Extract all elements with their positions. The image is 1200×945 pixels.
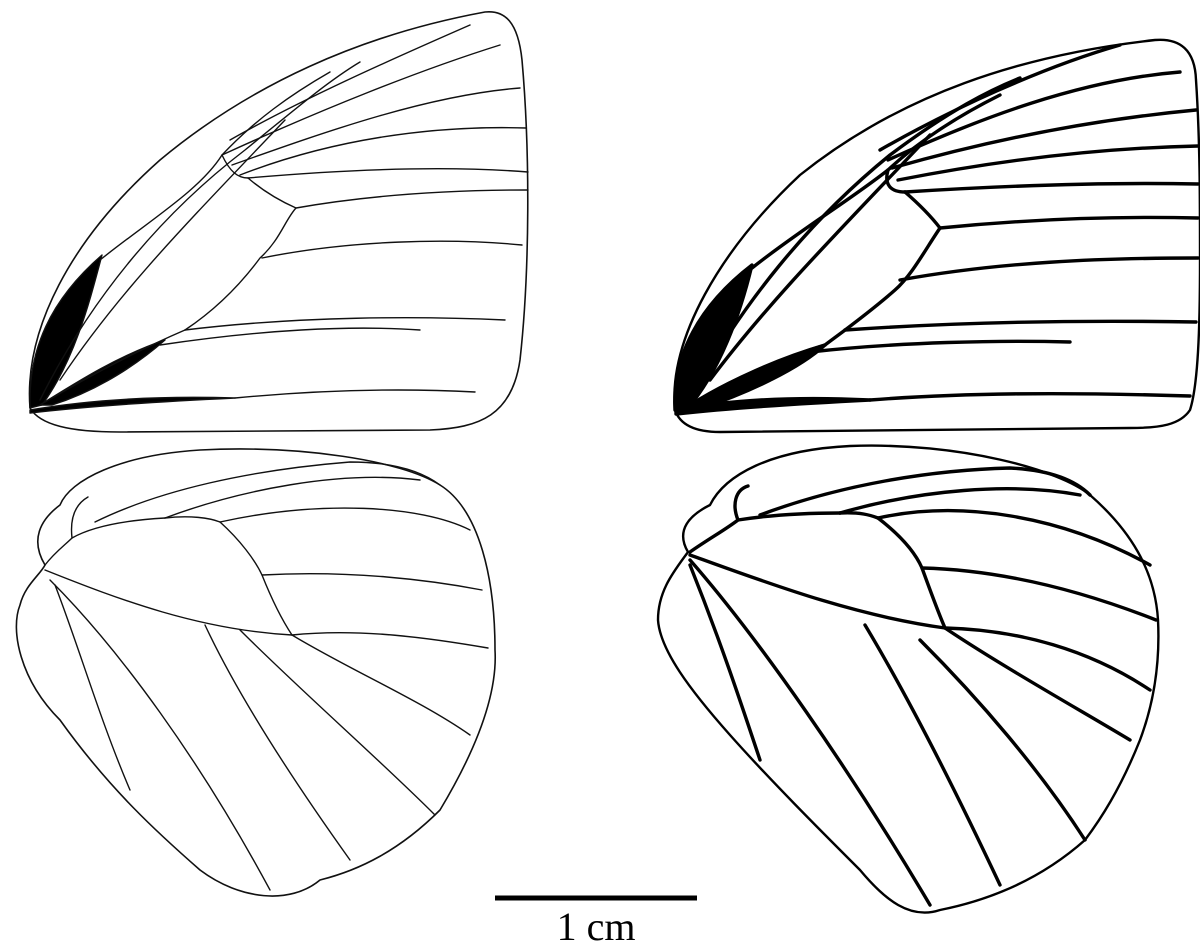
right-hindwing-vein-m3 [945, 628, 1130, 740]
left-hindwing-vein-a2 [55, 585, 130, 790]
right-hindwing-vein-rs [878, 511, 1150, 565]
left-hindwing-cell-end [220, 522, 292, 635]
scale-bar-label: 1 cm [557, 904, 636, 945]
right-hindwing-vein-m2 [945, 628, 1150, 690]
left-hindwing-cell-upper [165, 517, 220, 522]
left-forewing-vein-r4 [240, 128, 526, 175]
left-forewing-vein-m3 [262, 241, 522, 258]
left-hindwing-base-stem [45, 518, 165, 565]
left-panel [16, 12, 528, 896]
right-forewing-vein-r4 [898, 146, 1198, 180]
right-forewing-vein-cu2 [810, 341, 1070, 352]
left-forewing-costa [40, 62, 360, 400]
right-forewing-vein-m2 [940, 217, 1198, 228]
left-hindwing-vein-cu1 [240, 630, 435, 815]
left-forewing-vein-r2 [222, 45, 500, 155]
right-hindwing [658, 446, 1158, 913]
right-hindwing-vein-cu2 [865, 625, 1000, 885]
right-hindwing-base-stem [690, 513, 840, 552]
left-forewing-vein-r3 [232, 88, 520, 165]
right-hindwing-cell-lower [690, 555, 945, 628]
left-hindwing-vein-m1 [262, 574, 482, 590]
left-forewing-vein-r1 [230, 25, 470, 140]
right-hindwing-vein-a1 [690, 560, 930, 905]
right-forewing-vein-a [870, 394, 1190, 400]
right-forewing-radius [752, 95, 1000, 268]
left-forewing-vein-cu2 [160, 328, 420, 345]
left-forewing-vein-m1 [248, 169, 528, 178]
left-hindwing-vein-a1 [50, 580, 270, 890]
left-hindwing-cell-lower [45, 570, 292, 635]
left-forewing [29, 12, 528, 432]
left-hindwing-outline [16, 449, 495, 896]
right-forewing-vein-cu1 [845, 321, 1196, 330]
left-forewing-vein-a [235, 390, 475, 398]
scale-bar: 1 cm [495, 898, 697, 945]
right-hindwing-cell-end [878, 518, 945, 628]
left-hindwing-vein-m3 [292, 635, 470, 735]
left-forewing-vein-m2 [296, 190, 528, 208]
right-hindwing-cell-upper [840, 513, 878, 518]
right-forewing-vein-m3 [900, 258, 1198, 280]
left-hindwing-vein-rs [220, 508, 470, 530]
right-forewing-vein-m1 [905, 183, 1198, 192]
right-forewing-cell-end [825, 192, 940, 345]
right-hindwing-vein-cu1 [920, 640, 1085, 840]
left-forewing-subcosta [60, 120, 285, 380]
right-hindwing-vein-m1 [922, 568, 1156, 620]
left-hindwing [16, 449, 495, 896]
right-hindwing-humeral-vein [735, 486, 748, 520]
left-hindwing-vein-cu2 [205, 625, 350, 860]
left-forewing-radius [100, 72, 330, 260]
left-hindwing-vein-m2 [292, 633, 488, 648]
right-forewing [674, 40, 1200, 432]
right-panel [658, 40, 1200, 913]
